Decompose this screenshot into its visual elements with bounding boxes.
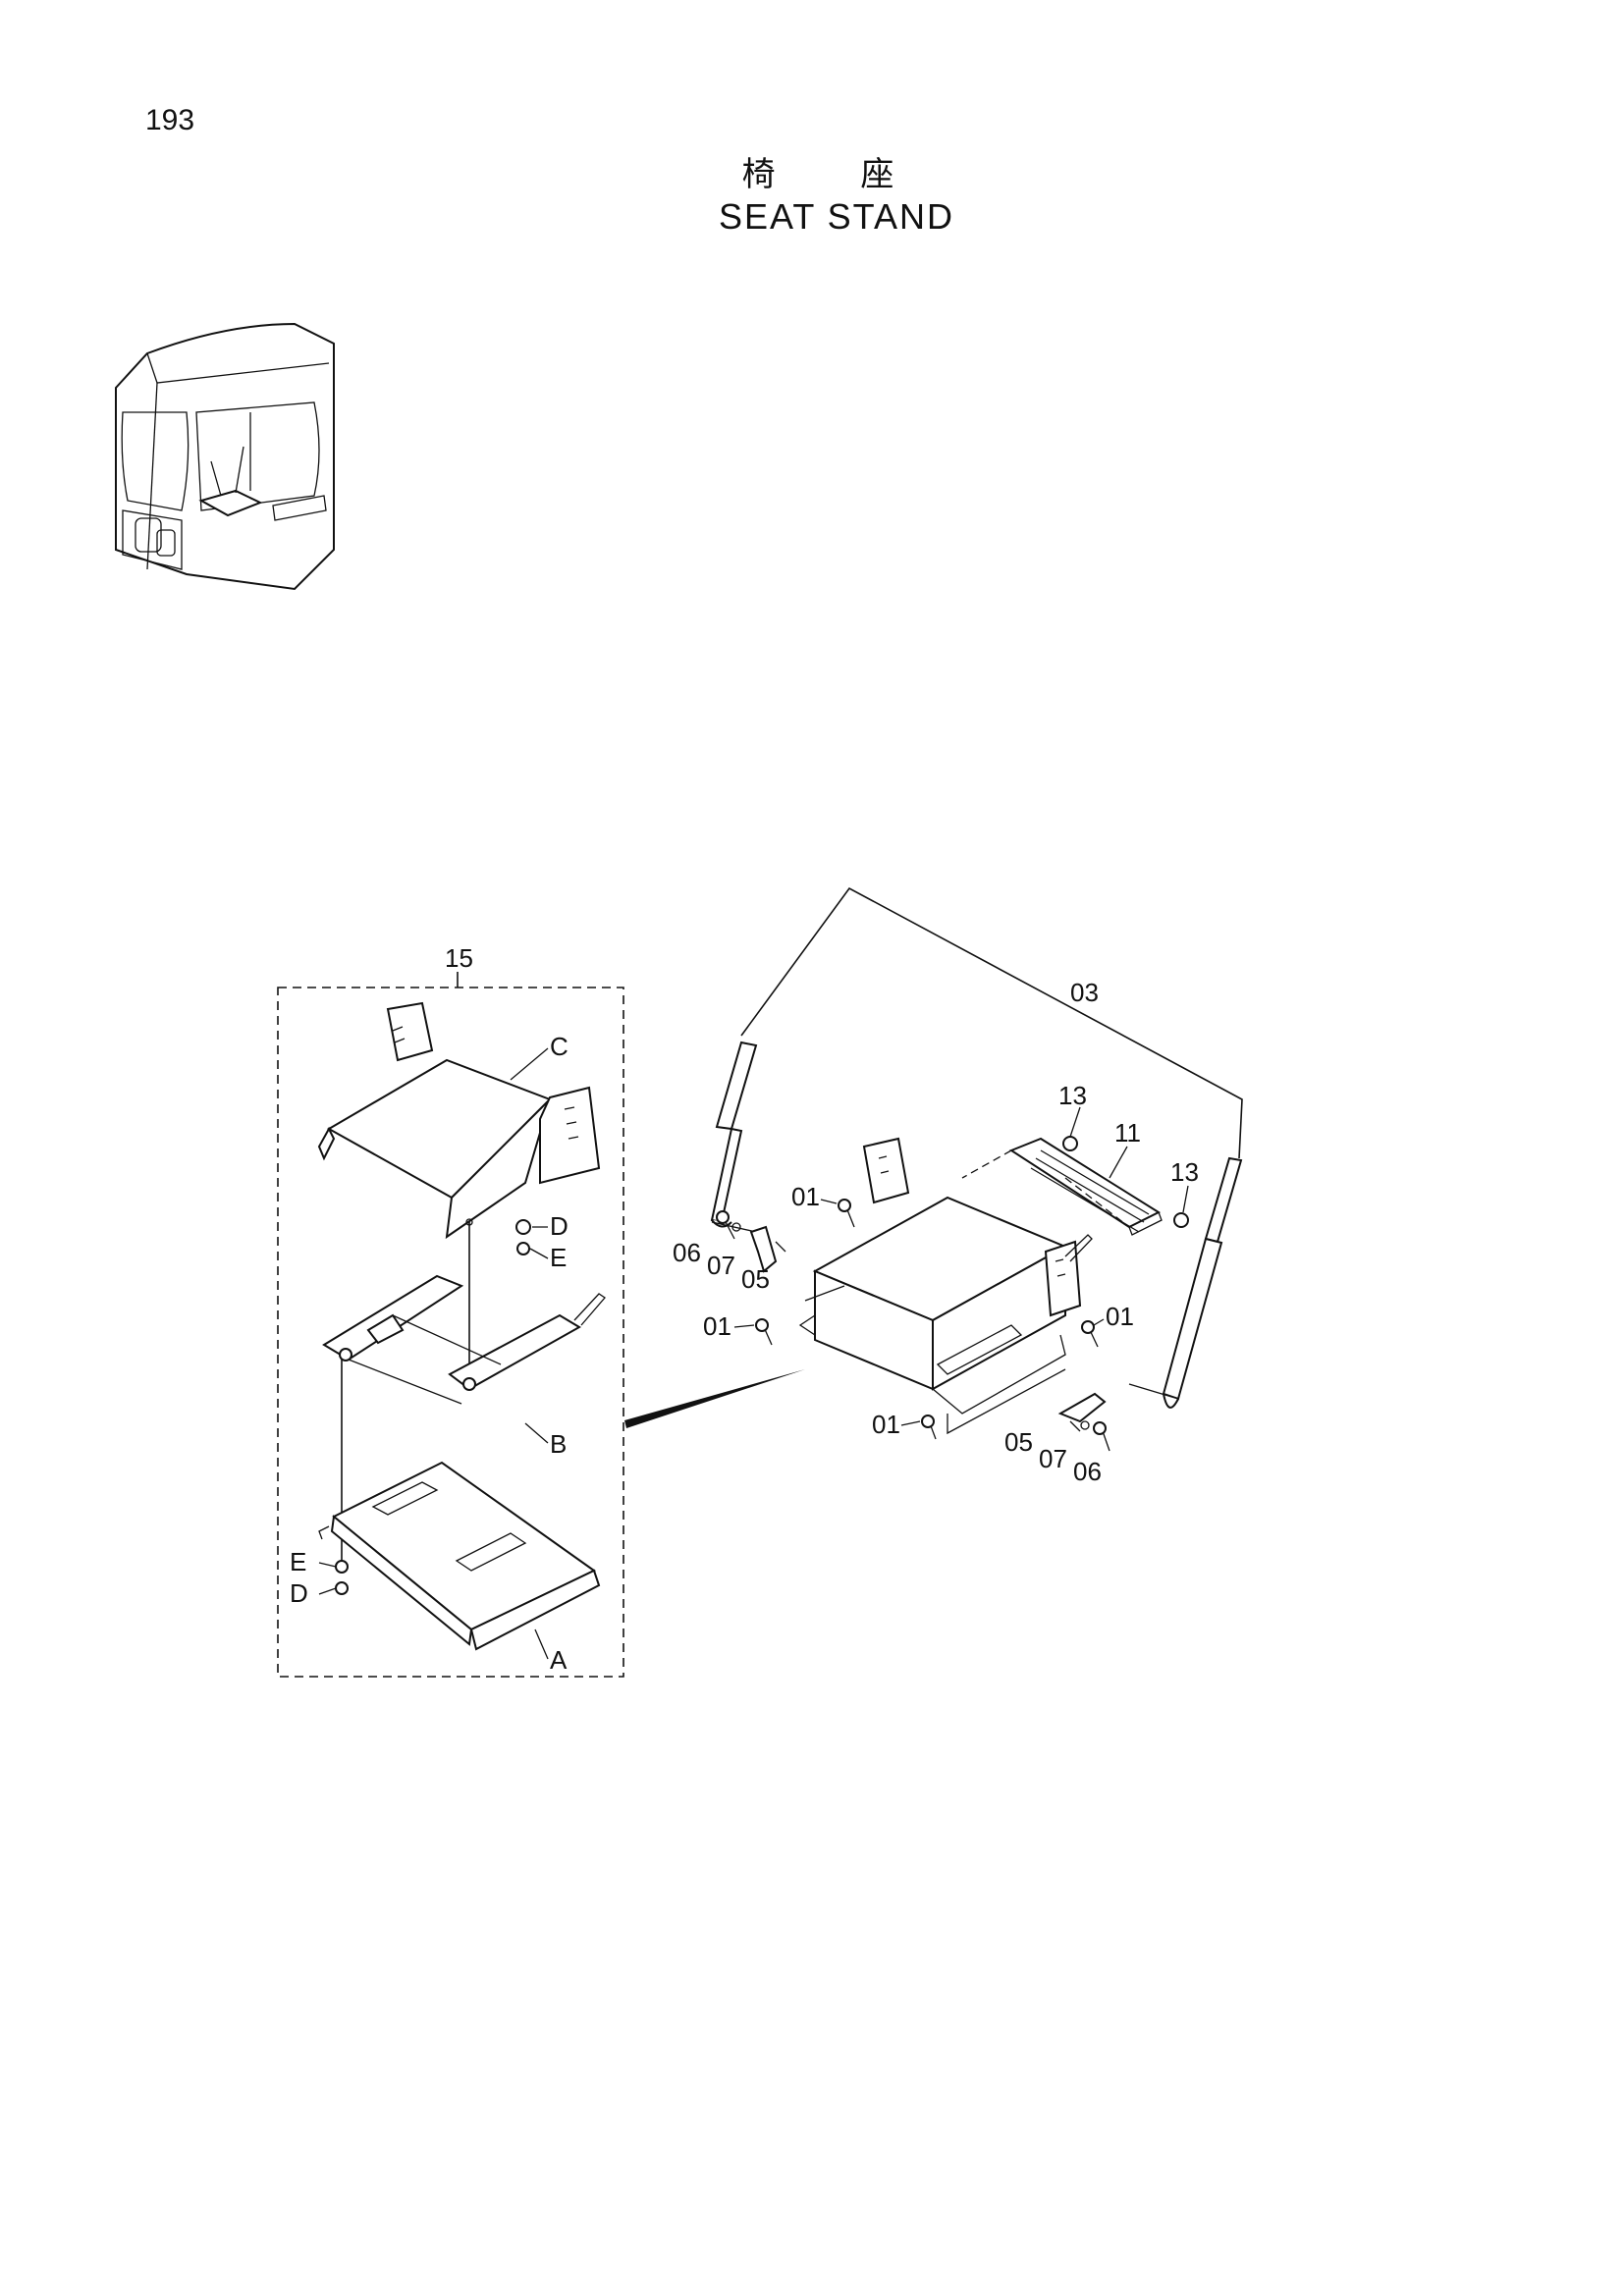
callout-13-lower: 13	[1170, 1157, 1199, 1187]
callout-b: B	[550, 1429, 567, 1459]
page-number: 193	[145, 104, 195, 136]
callout-06-left: 06	[673, 1238, 701, 1267]
callout-e-lower: E	[290, 1547, 306, 1576]
callout-01-right: 01	[1106, 1302, 1134, 1331]
part-05-bracket-right	[1057, 1392, 1107, 1423]
callout-01-left: 01	[703, 1311, 731, 1341]
assembly-15-boundary	[277, 987, 624, 1678]
part-a-base-plate	[318, 1461, 601, 1651]
title-japanese: 椅 座	[741, 155, 932, 194]
cab-overview-illustration	[115, 322, 335, 591]
part-11-heater-panel	[1008, 1137, 1163, 1236]
callout-e-upper: E	[550, 1243, 567, 1272]
callout-01-top: 01	[791, 1182, 820, 1211]
callout-01-bottom: 01	[872, 1410, 900, 1439]
part-05-bracket-left	[749, 1225, 778, 1273]
callout-d-lower: D	[290, 1578, 308, 1608]
callout-07-right: 07	[1039, 1444, 1067, 1473]
main-seat-stand-assembly	[798, 1137, 1093, 1435]
callout-05-left: 05	[741, 1264, 770, 1294]
callout-c: C	[550, 1032, 568, 1061]
callout-05-right: 05	[1004, 1427, 1033, 1457]
callout-a: A	[550, 1645, 568, 1675]
callout-13-upper: 13	[1058, 1081, 1087, 1110]
title-english: SEAT STAND	[718, 196, 955, 237]
callout-15: 15	[445, 943, 473, 973]
assembly-pointer-arrow	[624, 1369, 805, 1428]
part-b-slide-rail	[322, 1274, 606, 1405]
callout-06-right: 06	[1073, 1457, 1102, 1486]
part-03-gas-springs	[710, 1041, 1243, 1409]
callout-11: 11	[1114, 1118, 1141, 1148]
part-c-seat-stand	[317, 1001, 601, 1240]
callout-03: 03	[1070, 978, 1099, 1007]
callout-07-left: 07	[707, 1251, 735, 1280]
callout-d-upper: D	[550, 1211, 568, 1241]
